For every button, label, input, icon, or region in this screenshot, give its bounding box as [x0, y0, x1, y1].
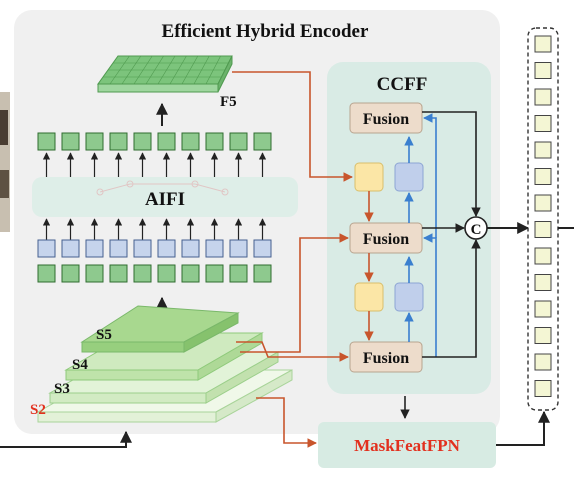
- output-query-cell: [534, 327, 552, 344]
- fusion-block-middle: [349, 222, 423, 254]
- aifi-output-token: [133, 132, 152, 151]
- level-label-s2: S2: [30, 402, 46, 418]
- position-token: [109, 239, 128, 258]
- position-token: [85, 239, 104, 258]
- yellow-block-lower: [354, 282, 384, 312]
- aifi-label: AIFI: [145, 189, 185, 210]
- aifi-output-token: [109, 132, 128, 151]
- output-query-cell: [534, 221, 552, 238]
- output-cells: [534, 35, 552, 397]
- fusion-top-to-concat: [422, 111, 481, 217]
- output-query-cell: [534, 168, 552, 185]
- blue-loop-lower: [423, 233, 437, 357]
- token-rows: [37, 132, 272, 283]
- output-query-cell: [534, 35, 552, 53]
- output-query-cell: [534, 141, 552, 159]
- s4-to-fusion-mid-arrow: [240, 233, 349, 353]
- aifi-input-token: [205, 264, 224, 283]
- aifi-output-token: [205, 132, 224, 151]
- input-image-photo: [0, 92, 10, 232]
- output-query-cell: [534, 300, 552, 318]
- yellow-block-upper: [354, 162, 384, 192]
- output-query-cell: [534, 62, 552, 79]
- aifi-output-token: [229, 132, 248, 151]
- output-query-cell: [534, 380, 552, 397]
- position-token: [181, 239, 200, 258]
- aifi-attention-motif: [96, 180, 229, 196]
- aifi-output-token: [37, 132, 56, 151]
- aifi-input-token: [37, 264, 56, 283]
- blue-block-upper: [394, 162, 424, 192]
- aifi-output-token: [181, 132, 200, 151]
- position-token: [205, 239, 224, 258]
- position-token: [157, 239, 176, 258]
- backbone-pyramid: [36, 305, 293, 423]
- aifi-input-token: [109, 264, 128, 283]
- output-query-cell: [534, 115, 552, 132]
- position-token: [61, 239, 80, 258]
- output-query-cell: [534, 247, 552, 265]
- fusion-label-bottom: Fusion: [363, 350, 409, 367]
- blue-loop-upper: [423, 113, 437, 238]
- fusion-block-top: [349, 102, 423, 134]
- aifi-input-token: [85, 264, 104, 283]
- position-token: [37, 239, 56, 258]
- aifi-input-token: [229, 264, 248, 283]
- aifi-input-token: [157, 264, 176, 283]
- output-query-cell: [534, 353, 552, 371]
- maskfeat-to-output-arrow: [496, 410, 550, 446]
- position-token: [253, 239, 272, 258]
- aifi-block: [32, 177, 298, 217]
- ccff-title: CCFF: [377, 74, 428, 95]
- aifi-output-token: [253, 132, 272, 151]
- position-token: [133, 239, 152, 258]
- aifi-output-token: [85, 132, 104, 151]
- level-label-s3: S3: [54, 381, 70, 397]
- maskfeat-fpn-block: [318, 422, 496, 468]
- fusion-bottom-to-concat: [422, 239, 481, 358]
- encoder-title: Efficient Hybrid Encoder: [162, 21, 369, 42]
- aifi-input-token: [181, 264, 200, 283]
- output-query-cell: [534, 274, 552, 291]
- fusion-label-top: Fusion: [363, 111, 409, 128]
- f5-feature-map: [97, 55, 233, 93]
- aifi-output-token: [61, 132, 80, 151]
- level-label-s5: S5: [96, 327, 112, 343]
- s3-to-fusion-bottom-arrow: [236, 341, 349, 362]
- aifi-input-token: [253, 264, 272, 283]
- f5-label: F5: [220, 94, 237, 110]
- s2-to-maskfeat-arrow: [256, 397, 317, 448]
- level-label-s4: S4: [72, 357, 88, 373]
- output-query-column: [527, 27, 559, 411]
- maskfeat-fpn-label: MaskFeatFPN: [354, 436, 460, 455]
- aifi-input-token: [133, 264, 152, 283]
- position-token: [229, 239, 248, 258]
- f5-to-ccff-arrow: [232, 71, 353, 182]
- input-arrow: [0, 430, 132, 448]
- aifi-input-token: [61, 264, 80, 283]
- output-query-cell: [534, 194, 552, 212]
- output-query-cell: [534, 88, 552, 106]
- blue-block-lower: [394, 282, 424, 312]
- fusion-label-middle: Fusion: [363, 231, 409, 248]
- concat-symbol: C: [471, 222, 482, 238]
- aifi-output-token: [157, 132, 176, 151]
